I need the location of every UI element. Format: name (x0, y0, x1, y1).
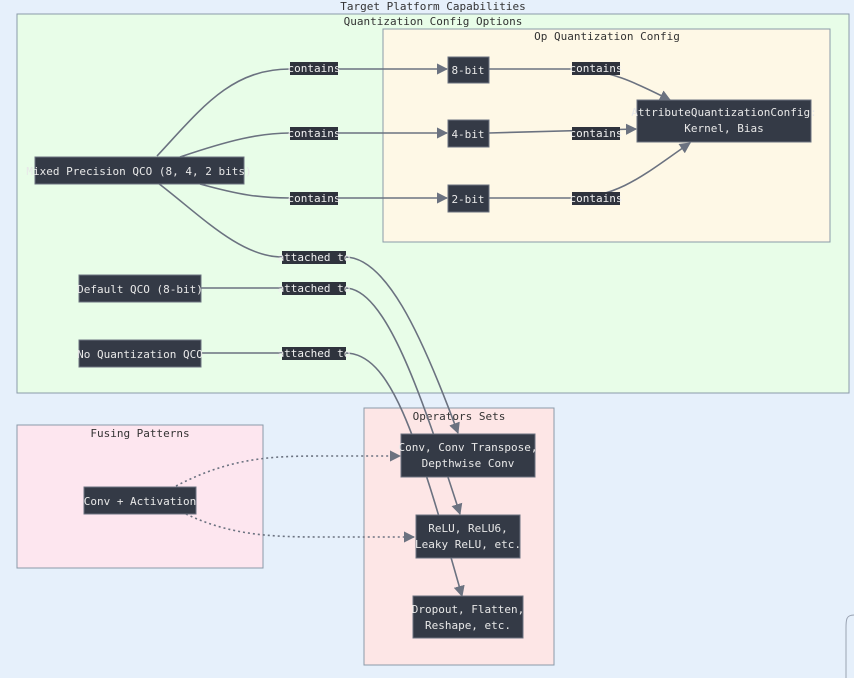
label-attached-to: attached to (278, 251, 351, 264)
cluster-title-op: Op Quantization Config (534, 30, 680, 43)
node-mixed-precision-qco[interactable]: Mixed Precision QCO (8, 4, 2 bits) (26, 156, 252, 185)
node-label: Conv + Activation (84, 495, 197, 508)
node-label: No Quantization QCO (77, 348, 203, 361)
node-label: 4-bit (451, 128, 484, 141)
label-contains: contains (288, 192, 341, 205)
node-label: Depthwise Conv (422, 457, 515, 470)
cluster-title-fusing: Fusing Patterns (90, 427, 189, 440)
label-attached-to: attached to (278, 282, 351, 295)
node-8-bit[interactable]: 8-bit (447, 56, 490, 84)
node-2-bit[interactable]: 2-bit (447, 184, 490, 213)
node-4-bit[interactable]: 4-bit (447, 119, 490, 148)
node-default-qco[interactable]: Default QCO (8-bit) (77, 274, 203, 303)
node-relu[interactable]: ReLU, ReLU6, Leaky ReLU, etc. (415, 514, 521, 559)
edge-fusing-to-conv (175, 450, 402, 487)
cluster-title-ops: Operators Sets (413, 410, 506, 423)
node-label: AttributeQuantizationConfig: (631, 106, 816, 119)
edge-mixed-to-8bit (156, 63, 449, 157)
node-label: Mixed Precision QCO (8, 4, 2 bits) (26, 165, 251, 178)
corner-decoration (845, 614, 854, 678)
label-attached-to: attached to (278, 347, 351, 360)
label-contains: contains (570, 127, 623, 140)
node-label: 8-bit (451, 64, 484, 77)
node-conv-activation[interactable]: Conv + Activation (83, 486, 197, 515)
node-label: Leaky ReLU, etc. (415, 538, 521, 551)
node-label: Conv, Conv Transpose, (398, 441, 537, 454)
edge-mixed-to-2bit (199, 183, 449, 204)
node-no-quantization-qco[interactable]: No Quantization QCO (77, 339, 203, 368)
node-label: 2-bit (451, 193, 484, 206)
node-label: Dropout, Flatten, (412, 603, 525, 616)
node-label: Reshape, etc. (425, 619, 511, 632)
node-label: ReLU, ReLU6, (428, 522, 507, 535)
label-contains: contains (570, 62, 623, 75)
cluster-title-target-platform: Target Platform Capabilities (340, 0, 525, 13)
edge-mixed-to-4bit (179, 127, 449, 158)
label-contains: contains (288, 127, 341, 140)
node-dropout[interactable]: Dropout, Flatten, Reshape, etc. (412, 595, 525, 639)
cluster-title-qco: Quantization Config Options (344, 15, 523, 28)
node-label: Default QCO (8-bit) (77, 283, 203, 296)
edge-fusing-to-relu (185, 513, 416, 543)
label-contains: contains (570, 192, 623, 205)
node-attribute-quantization-config[interactable]: AttributeQuantizationConfig: Kernel, Bia… (631, 99, 817, 143)
node-label: Kernel, Bias (684, 122, 763, 135)
edge-labels: contains contains contains contains cont… (278, 62, 623, 360)
label-contains: contains (288, 62, 341, 75)
node-conv[interactable]: Conv, Conv Transpose, Depthwise Conv (398, 433, 538, 478)
